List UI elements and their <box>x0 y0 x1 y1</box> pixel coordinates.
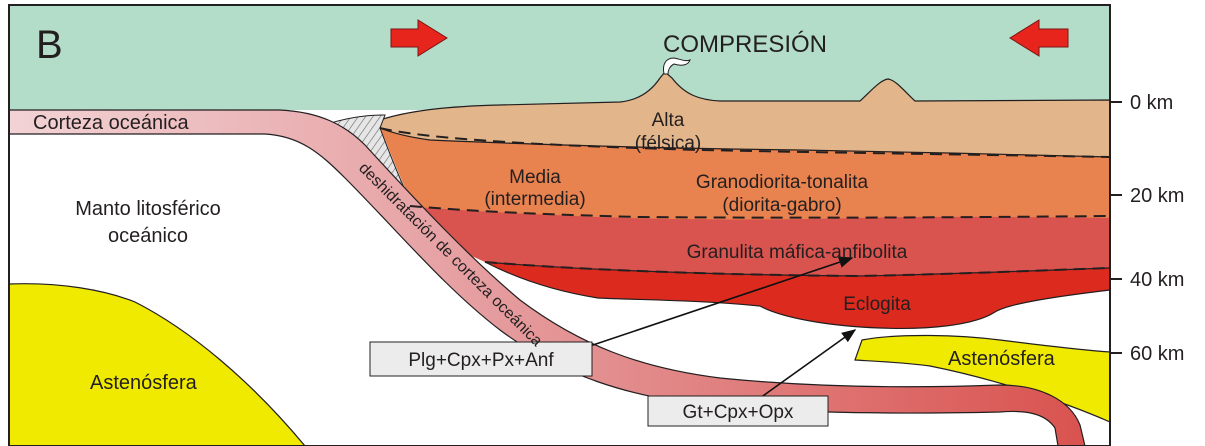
boundary-middle-lower <box>409 205 1111 219</box>
asthenosphere-right-label: Astenósfera <box>948 348 1056 370</box>
mantle-label-line1: Manto litosférico <box>75 198 221 220</box>
middle-crust-label-line1: Media <box>509 167 561 188</box>
depth-tick-60: 60 km <box>1130 343 1184 365</box>
mantle-label-line2: oceánico <box>108 225 188 247</box>
boundary-upper-middle <box>379 127 1111 158</box>
granodiorite-label-line2: (diorita-gabro) <box>722 195 841 216</box>
panel-letter: B <box>36 23 63 67</box>
mineral-box-gt <box>647 395 829 427</box>
depth-tick-40: 40 km <box>1130 269 1184 291</box>
mineral-box-plg <box>369 341 593 377</box>
diagram-frame <box>8 4 1111 446</box>
mineral-label-plg: Plg+Cpx+Px+Anf <box>408 350 554 371</box>
upper-crust-label-line2: (félsica) <box>635 133 702 154</box>
depth-scale: 0 km 20 km 40 km 60 km <box>1110 92 1184 365</box>
compression-arrow-left <box>1009 19 1069 57</box>
oceanic-crust-slab <box>8 109 1086 446</box>
upper-crust-label-line1: Alta <box>652 110 685 131</box>
granodiorite-label-line1: Granodiorita-tonalita <box>696 172 869 193</box>
pointer-arrow-eclogite <box>759 329 857 399</box>
pointer-arrow-granulite <box>589 256 854 347</box>
compression-arrow-right <box>390 19 448 57</box>
asthenosphere-left-label: Astenósfera <box>90 372 198 394</box>
boundary-lower-eclogite <box>484 261 1111 278</box>
middle-crust-label-line2: (intermedia) <box>484 189 585 210</box>
volcanic-plume <box>663 57 691 75</box>
oceanic-crust-label: Corteza oceánica <box>33 112 190 134</box>
depth-tick-0: 0 km <box>1130 92 1173 114</box>
asthenosphere-left-body <box>8 283 306 446</box>
sky-region <box>9 5 1110 110</box>
eclogite-label: Eclogita <box>843 294 911 315</box>
granulite-label: Granulita máfica-anfibolita <box>687 242 908 263</box>
regime-title: COMPRESIÓN <box>663 31 827 58</box>
mineral-label-gt: Gt+Cpx+Opx <box>683 402 794 423</box>
lower-crust-granulite <box>405 205 1110 276</box>
depth-tick-20: 20 km <box>1130 185 1184 207</box>
